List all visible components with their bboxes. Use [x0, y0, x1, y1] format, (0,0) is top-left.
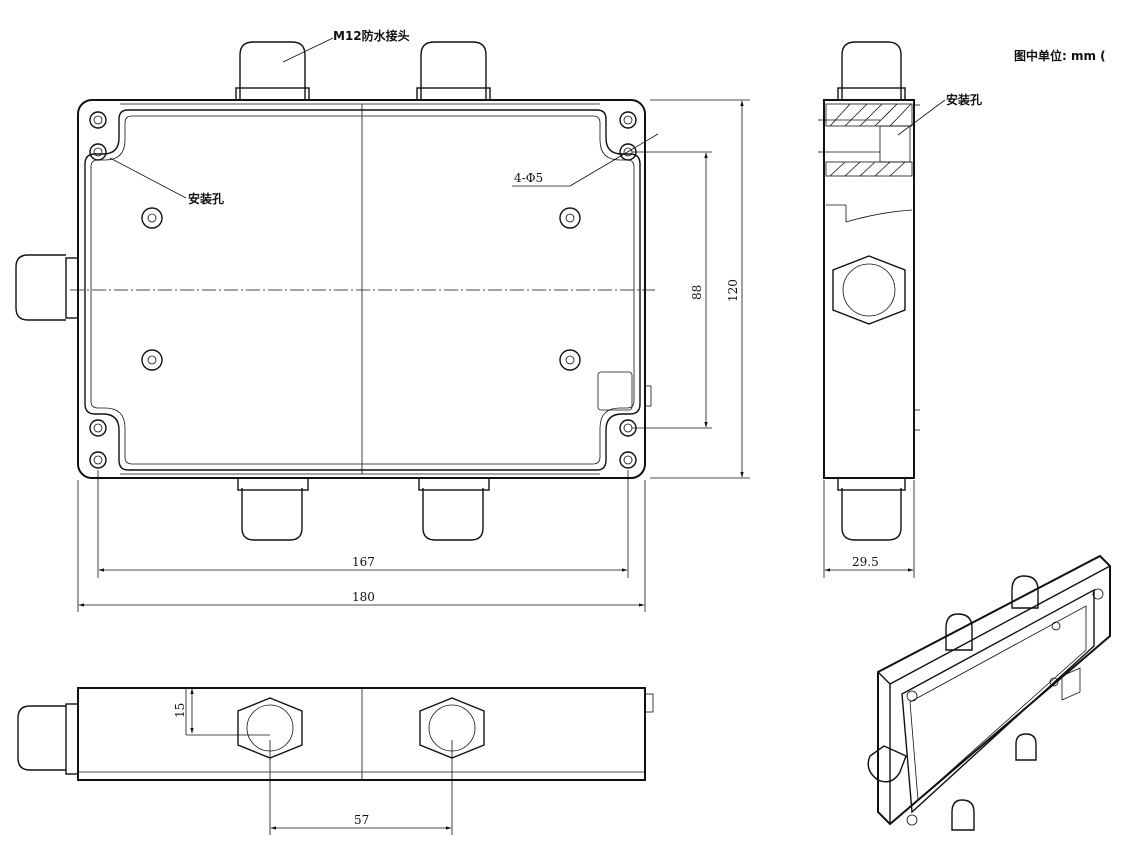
front-view: M12防水接头 安装孔 4-Φ5 167 180 88 120 [15, 28, 750, 612]
mount-hole-callout-side: 安装孔 [946, 92, 982, 107]
dim-inner-height: 88 [690, 285, 704, 300]
hole-spec-callout: 4-Φ5 [514, 171, 543, 185]
housing-inner-wall [84, 109, 641, 471]
units-note: 图中单位: mm ( [1014, 48, 1106, 63]
side-section-hatch [818, 103, 913, 223]
dim-connector-offset: 15 [173, 703, 187, 718]
dim-connector-pitch: 57 [354, 813, 369, 827]
bottom-view: 15 57 [17, 687, 654, 835]
side-hex-nut [832, 255, 906, 325]
front-housing-edges [120, 103, 600, 475]
mount-hole-callout-front: 安装孔 [188, 191, 224, 206]
inner-bosses [141, 207, 581, 371]
isometric-view [867, 554, 1111, 831]
dim-inner-width: 167 [352, 555, 375, 569]
housing-outer [77, 99, 646, 479]
connector-callout: M12防水接头 [333, 28, 410, 43]
side-housing [823, 99, 915, 479]
bottom-housing [77, 687, 646, 781]
dim-outer-height: 120 [726, 279, 740, 302]
dim-depth: 29.5 [852, 555, 879, 569]
side-view: 安装孔 29.5 [818, 41, 982, 578]
dim-outer-width: 180 [352, 590, 375, 604]
